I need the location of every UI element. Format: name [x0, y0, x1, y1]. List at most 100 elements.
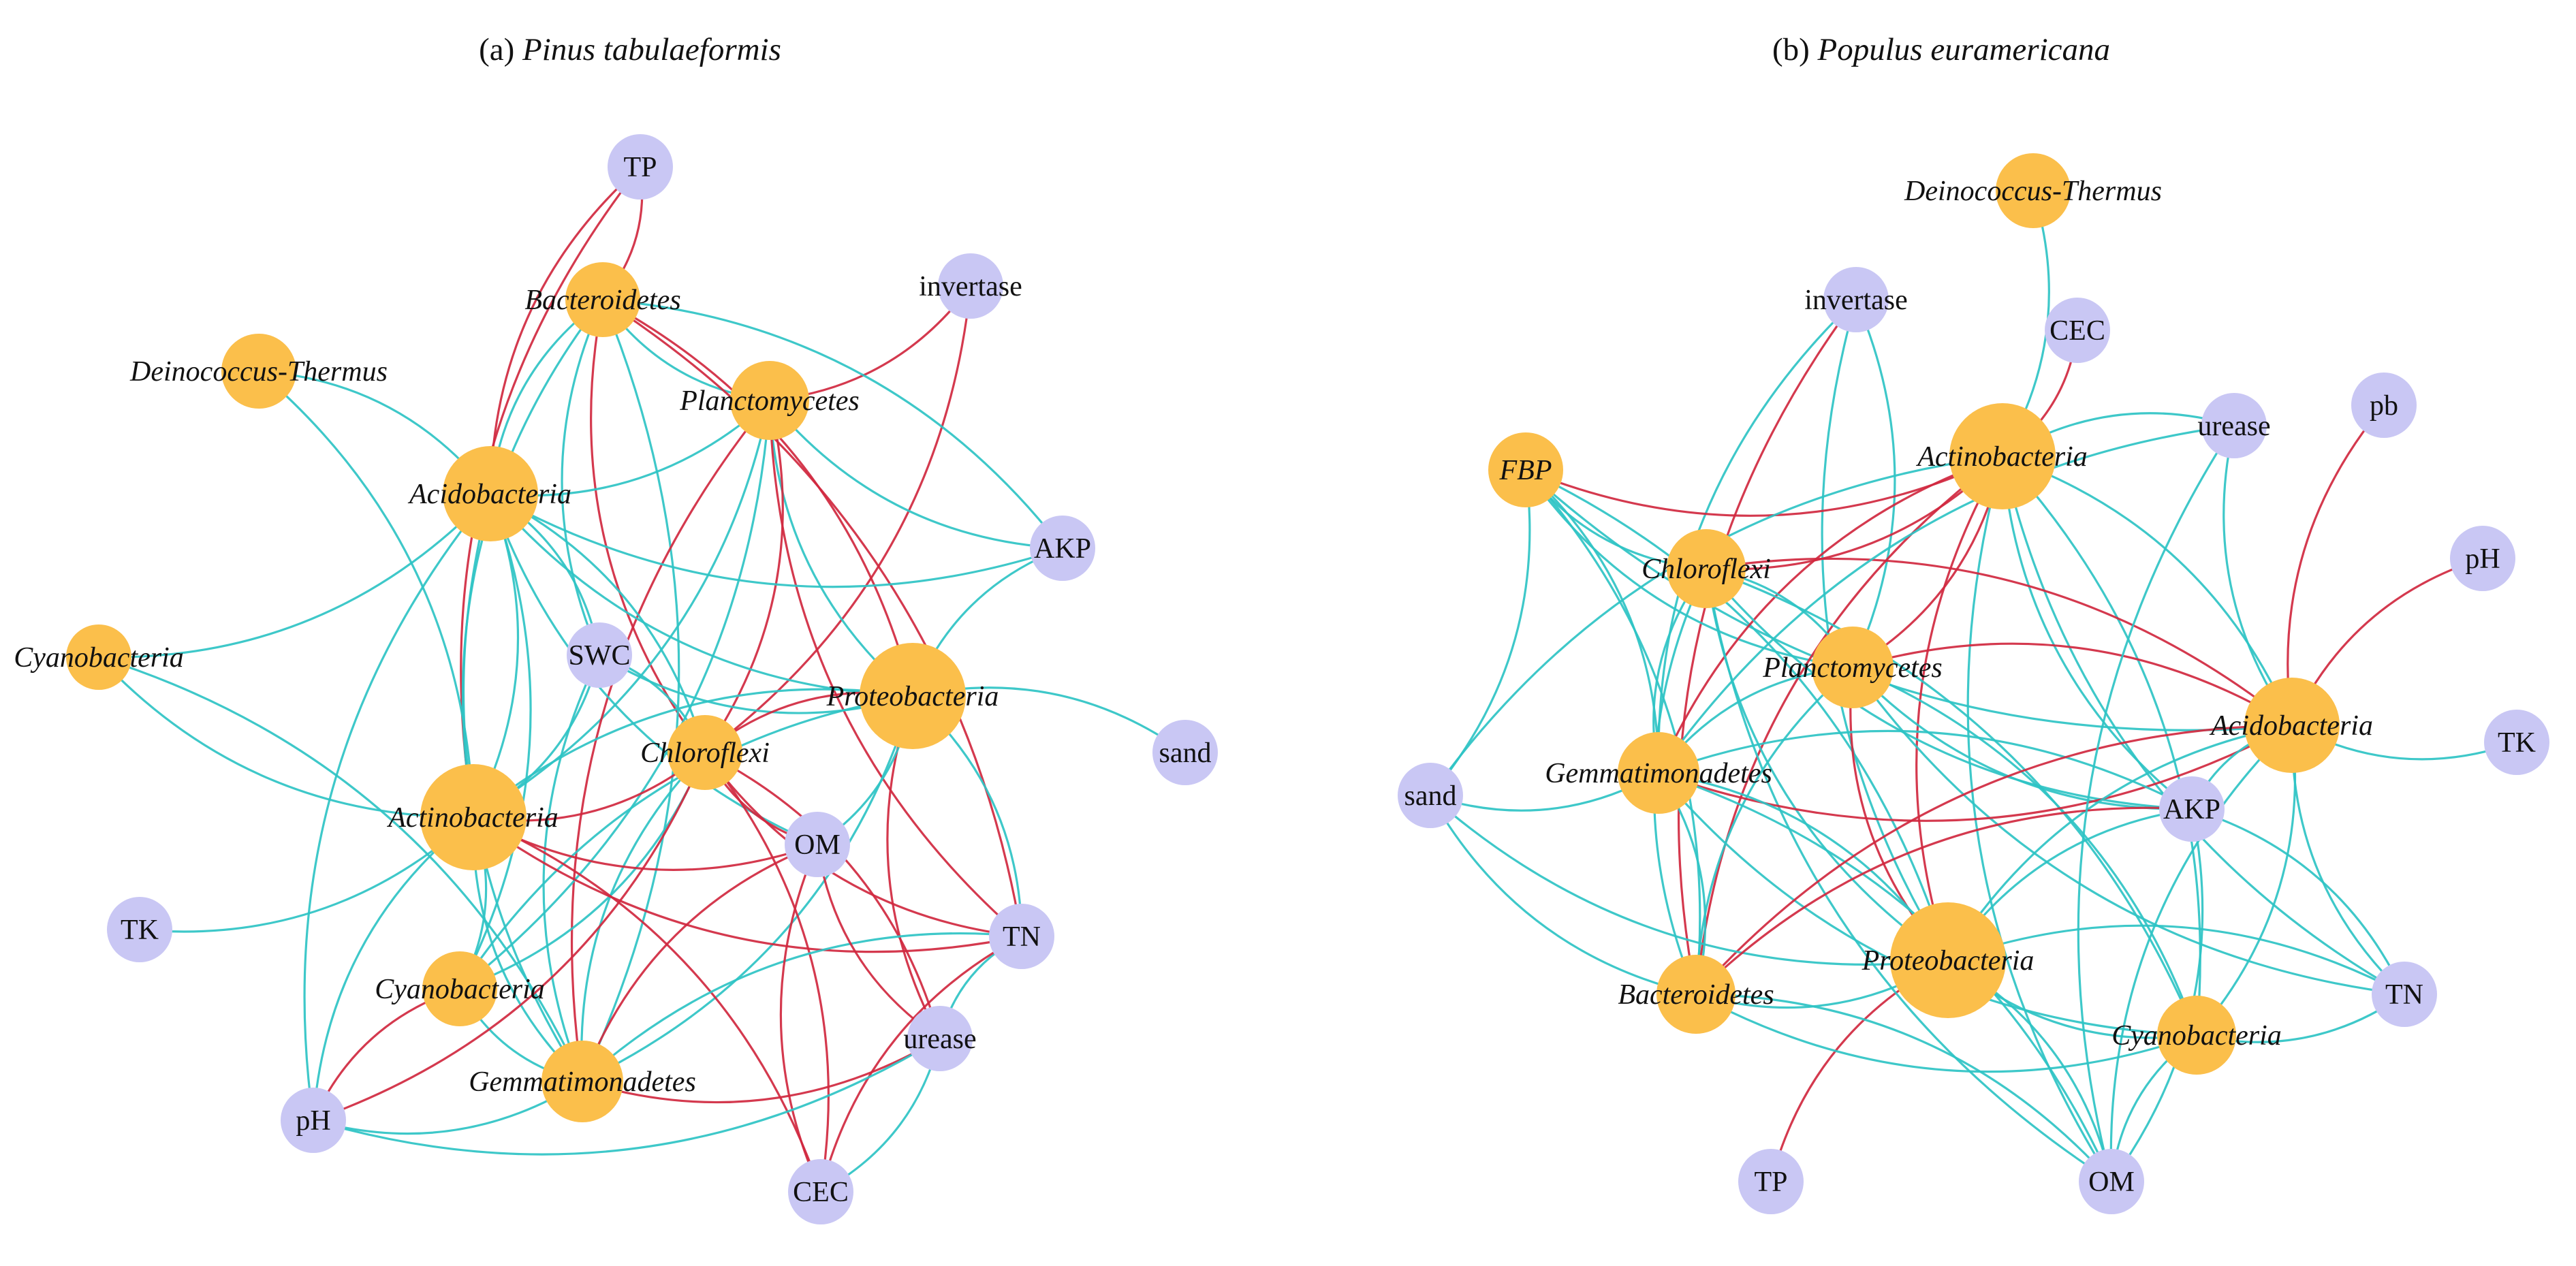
- panel-a-title: (a) Pinus tabulaeformis: [479, 32, 781, 67]
- node-label-gemmatimonadetes: Gemmatimonadetes: [469, 1066, 696, 1098]
- edge-urease-om-positive: [2077, 425, 2235, 1182]
- node-ph: [2450, 526, 2515, 591]
- edge-acidobacteria-ph-positive: [303, 492, 492, 1121]
- node-invertase: [938, 253, 1003, 319]
- node-label-akp: AKP: [1034, 533, 1091, 565]
- node-invertase: [1823, 267, 1889, 332]
- edge-acidobacteria-cyanobacteria2-positive: [458, 493, 532, 990]
- edge-cyanobacteria1-actinobacteria-positive: [97, 656, 474, 819]
- edge-chloroflexi-cec-negative: [704, 752, 830, 1192]
- edge-planctomycetes-acidobacteria-negative: [1852, 642, 2293, 727]
- node-label-sand: sand: [1159, 738, 1212, 769]
- node-label-deinococcus: Deinococcus-Thermus: [1904, 176, 2162, 207]
- node-proteobacteria: [1890, 902, 2006, 1018]
- node-label-planctomycetes: Planctomycetes: [679, 385, 860, 417]
- node-tp: [1738, 1149, 1804, 1214]
- edge-invertase-planctomycetes-positive: [1851, 299, 1896, 668]
- edge-fbp-bacteroidetes-positive: [1524, 469, 1701, 995]
- edge-gemmatimonadetes-akp-positive: [1658, 729, 2193, 810]
- node-planctomycetes: [730, 361, 809, 440]
- node-label-gemmatimonadetes: Gemmatimonadetes: [1545, 758, 1772, 789]
- node-label-actinobacteria: Actinobacteria: [386, 802, 559, 834]
- edge-proteobacteria-tn-positive: [1947, 924, 2405, 996]
- edge-actinobacteria-tn-negative: [473, 816, 1022, 953]
- edge-bacteroidetes-cyanobacteria-positive: [1695, 993, 2197, 1073]
- node-cyanobacteria: [2157, 996, 2236, 1075]
- node-label-invertase: invertase: [1804, 285, 1908, 316]
- edge-cyanobacteria1-acidobacteria-positive: [98, 492, 492, 659]
- edge-planctomycetes-akp-positive: [768, 399, 1063, 550]
- edge-actinobacteria-cec-negative: [473, 816, 822, 1192]
- node-tk: [2484, 710, 2549, 775]
- node-chloroflexi: [1667, 529, 1746, 608]
- node-label-cec: CEC: [2049, 315, 2105, 347]
- node-label-tp: TP: [623, 152, 657, 183]
- edge-bacteroidetes-akp-negative: [1695, 806, 2193, 996]
- node-akp: [1030, 516, 1095, 581]
- node-label-fbp: FBP: [1499, 455, 1552, 486]
- node-cec: [788, 1159, 853, 1224]
- node-label-bacteroidetes: Bacteroidetes: [1618, 979, 1774, 1011]
- node-cyanobacteria2: [422, 951, 497, 1026]
- node-label-akp: AKP: [2163, 794, 2220, 825]
- node-label-cyanobacteria1: Cyanobacteria: [14, 642, 184, 674]
- edge-actinobacteria-akp-positive: [2001, 456, 2193, 810]
- node-bacteroidetes: [565, 262, 640, 337]
- node-tn: [989, 904, 1054, 969]
- node-om: [785, 812, 850, 877]
- edge-acidobacteria-cyanobacteria-positive: [2195, 725, 2297, 1036]
- panel-b-nodes: Deinococcus-ThermusinvertaseCECActinobac…: [1398, 153, 2549, 1214]
- node-akp: [2159, 776, 2225, 842]
- edge-ph-urease-positive: [313, 1037, 941, 1156]
- node-label-cyanobacteria2: Cyanobacteria: [375, 974, 545, 1005]
- edge-actinobacteria-tn-positive: [2001, 456, 2405, 996]
- node-planctomycetes: [1812, 627, 1894, 708]
- panel-b-title-species: Populus euramericana: [1817, 32, 2110, 67]
- node-cec: [2045, 298, 2110, 363]
- node-pb: [2351, 373, 2417, 438]
- edge-actinobacteria-cyanobacteria-positive: [2001, 455, 2201, 1036]
- edge-chloroflexi-cyanobacteria-positive: [1706, 567, 2198, 1036]
- node-label-acidobacteria: Acidobacteria: [407, 479, 571, 510]
- edge-acidobacteria-bacteroidetes-negative: [1695, 724, 2293, 996]
- node-label-acidobacteria: Acidobacteria: [2209, 710, 2373, 742]
- edge-proteobacteria-cyanobacteria2-positive: [458, 695, 913, 990]
- node-label-cyanobacteria: Cyanobacteria: [2111, 1020, 2282, 1051]
- node-urease: [2201, 393, 2267, 458]
- node-acidobacteria: [443, 446, 538, 541]
- node-tp: [608, 134, 673, 200]
- node-tn: [2372, 962, 2437, 1027]
- node-label-proteobacteria: Proteobacteria: [1862, 945, 2035, 977]
- edge-actinobacteria-gemmatimonadetes-negative: [1657, 455, 2003, 774]
- node-proteobacteria: [860, 643, 966, 749]
- edge-chloroflexi-acidobacteria-negative: [1706, 557, 2293, 727]
- node-label-om: OM: [2088, 1167, 2135, 1198]
- edge-gemmatimonadetes-urease-negative: [582, 1037, 941, 1104]
- node-deinococcus: [1996, 153, 2071, 228]
- edge-chloroflexi-akp-positive: [1705, 567, 2193, 810]
- node-cyanobacteria1: [66, 624, 131, 690]
- edge-tn-cec-negative: [819, 935, 1022, 1192]
- edge-akp-tn-positive: [2191, 808, 2406, 995]
- edge-planctomycetes-bacteroidetes-positive: [1695, 666, 1854, 995]
- edge-om-cec-negative: [779, 844, 822, 1192]
- edge-swc-gemmatimonadetes-positive: [542, 654, 601, 1082]
- edge-bacteroidetes-om-positive: [1695, 993, 2113, 1183]
- node-om: [2079, 1149, 2144, 1214]
- node-label-chloroflexi: Chloroflexi: [640, 738, 770, 769]
- edge-fbp-planctomycetes-positive: [1524, 469, 1853, 669]
- edge-fbp-proteobacteria-positive: [1525, 469, 1949, 961]
- node-urease: [907, 1006, 973, 1071]
- edge-chloroflexi-gemmatimonadetes-positive: [580, 751, 706, 1082]
- edge-actinobacteria-acidobacteria-positive: [2002, 455, 2293, 726]
- edge-urease-gemmatimonadetes-positive: [1657, 424, 2235, 774]
- node-gemmatimonadetes: [1618, 732, 1699, 814]
- edge-gemmatimonadetes-acidobacteria-negative: [1658, 724, 2293, 822]
- edge-chloroflexi-tn-negative: [704, 752, 1022, 938]
- node-label-urease: urease: [903, 1024, 976, 1055]
- edge-fbp-gemmatimonadetes-positive: [1524, 469, 1660, 774]
- panel-a-title-prefix: (a): [479, 32, 522, 67]
